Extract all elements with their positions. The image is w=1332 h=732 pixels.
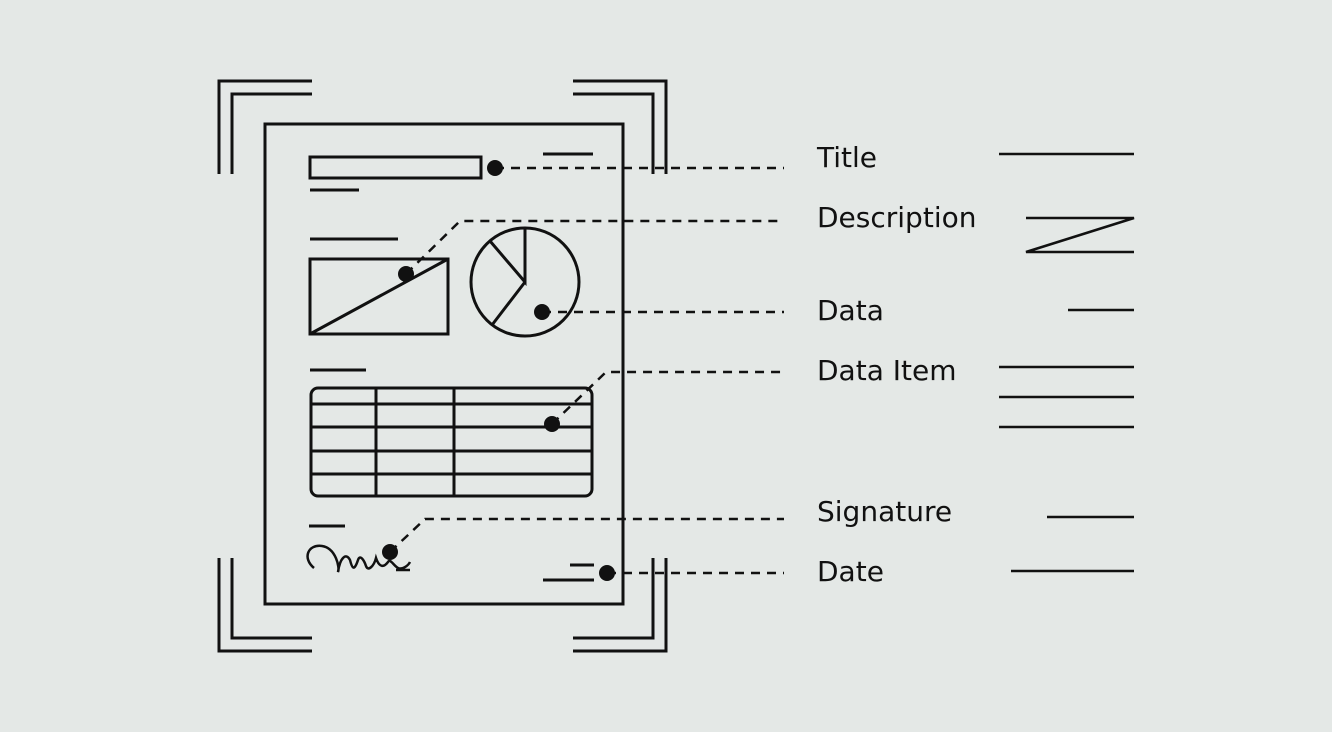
description-dot — [398, 266, 414, 282]
doc-image-diagonal — [309, 257, 449, 336]
label-date: Date — [817, 555, 884, 588]
description-value-zigzag — [1025, 216, 1135, 254]
doc-image-box — [308, 257, 450, 336]
date-dot — [599, 565, 615, 581]
label-title: Title — [817, 141, 878, 174]
pie-chart-icon — [469, 226, 581, 338]
corner-bottom-right — [573, 558, 668, 653]
data-item-connector — [551, 370, 784, 425]
document-page — [263, 122, 625, 606]
label-description: Description — [817, 201, 977, 234]
scan-frame-corners — [217, 79, 668, 653]
signature-scribble — [306, 544, 412, 573]
label-data: Data — [817, 294, 884, 327]
label-data-item: Data Item — [817, 354, 957, 387]
doc-title-box — [308, 155, 483, 180]
callout-connectors — [389, 166, 784, 575]
corner-top-left — [217, 79, 312, 174]
corner-top-right — [573, 79, 668, 174]
signature-dot — [382, 544, 398, 560]
data-item-dot — [544, 416, 560, 432]
signature-connector — [389, 517, 784, 553]
title-dot — [487, 160, 503, 176]
corner-bottom-left — [217, 558, 312, 653]
data-dot — [534, 304, 550, 320]
description-connector — [405, 219, 784, 275]
label-signature: Signature — [817, 495, 953, 528]
field-value-placeholders — [999, 152, 1135, 573]
callout-dots — [382, 160, 615, 581]
